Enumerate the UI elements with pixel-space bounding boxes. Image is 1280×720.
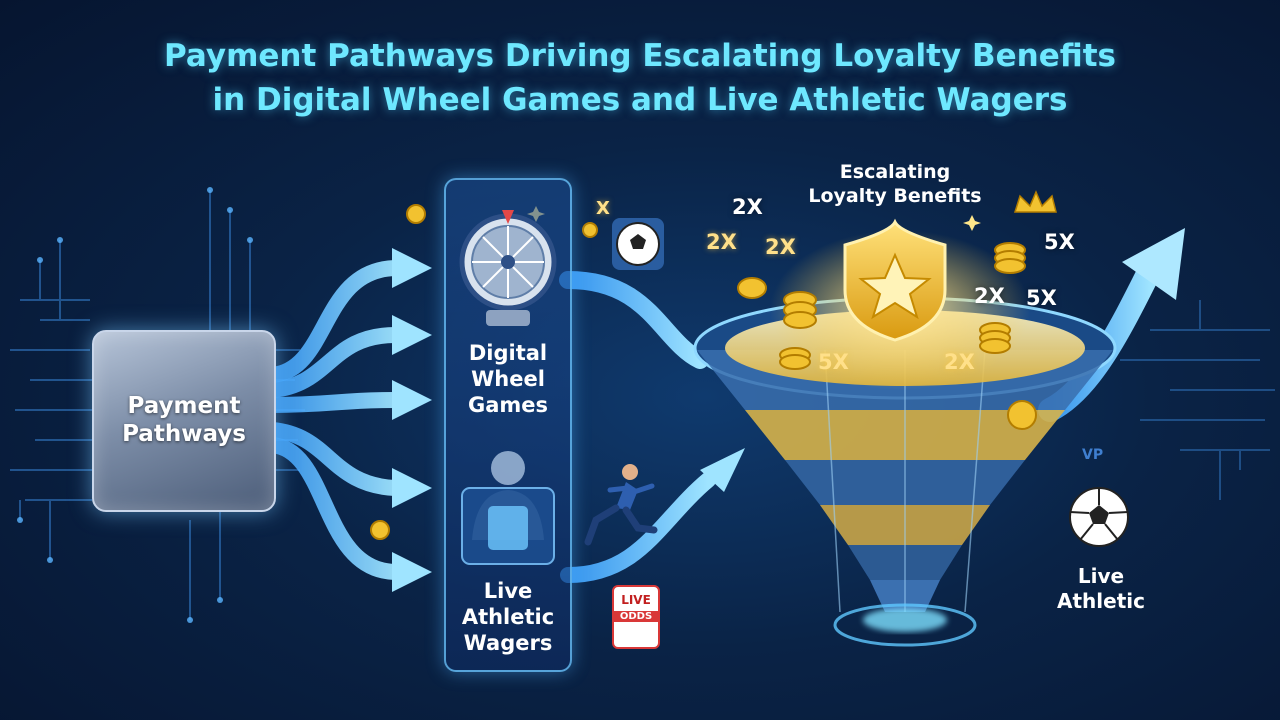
- escalating-loyalty-label: Escalating Loyalty Benefits: [808, 161, 982, 207]
- wagers-to-funnel-arrow: [560, 472, 716, 583]
- wagers-arrow-head: [700, 448, 745, 492]
- category-column: Digital Wheel Games Live Athletic Wagers: [444, 178, 572, 672]
- multiplier-label: 5X: [818, 350, 849, 374]
- payment-arrow-heads: [392, 248, 432, 592]
- wheel-to-funnel-arrow: [559, 271, 709, 369]
- payment-pathways-label: Payment Pathways: [122, 393, 246, 447]
- wheel-icon: [459, 210, 557, 326]
- person-icon: [461, 451, 555, 565]
- multiplier-label: X: [596, 198, 610, 219]
- soccer-ball-icon: [1069, 487, 1129, 547]
- vp-mark: VP: [1082, 447, 1104, 463]
- multiplier-label: 2X: [974, 284, 1005, 308]
- payment-arrows: [264, 260, 403, 580]
- live-athletic-label: Live Athletic: [1057, 564, 1145, 613]
- circuit-lines-right: [1120, 300, 1275, 500]
- live-odds-badge: LIVE ODDS: [612, 585, 660, 649]
- shield-star-icon: [843, 218, 947, 342]
- multiplier-label: 2X: [765, 235, 796, 259]
- multiplier-label: 5X: [1026, 286, 1057, 310]
- live-athletic-wagers-label: Live Athletic Wagers: [461, 579, 555, 655]
- multiplier-label: 5X: [1044, 230, 1075, 254]
- multiplier-label: 2X: [732, 195, 763, 219]
- runner-icon: [584, 464, 658, 546]
- soccer-ball-icon: [612, 218, 664, 270]
- digital-wheel-games-label: Digital Wheel Games: [467, 341, 549, 417]
- diagram-title-line-1: Payment Pathways Driving Escalating Loya…: [164, 38, 1116, 74]
- diagram-title-line-2: in Digital Wheel Games and Live Athletic…: [212, 82, 1068, 118]
- payment-pathways-node: Payment Pathways: [92, 330, 276, 512]
- rising-arrow-head: [1122, 228, 1185, 300]
- crown-icon: [1013, 190, 1057, 213]
- multiplier-label: 2X: [706, 230, 737, 254]
- coin-icons: [370, 204, 1037, 540]
- multiplier-label: 2X: [944, 350, 975, 374]
